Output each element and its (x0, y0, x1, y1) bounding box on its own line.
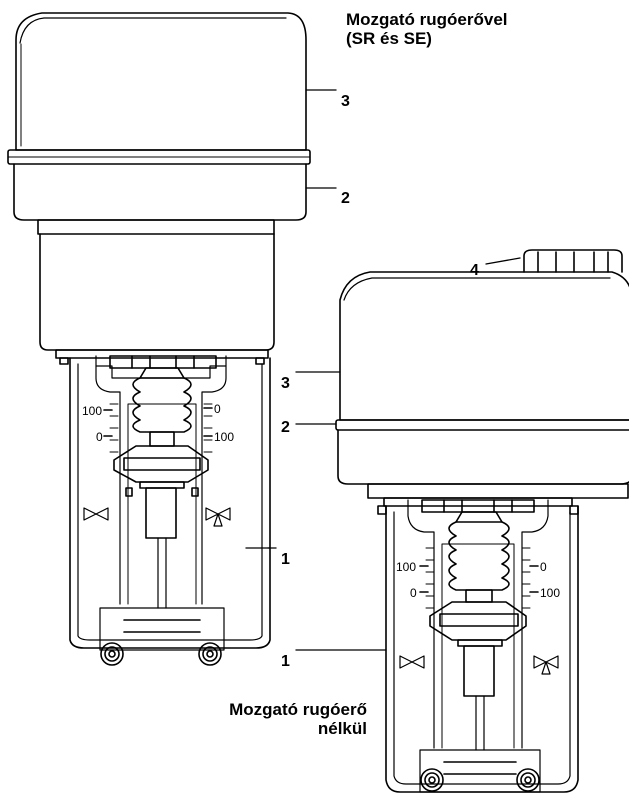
left-actuator (7, 12, 311, 666)
right-actuator (335, 249, 629, 793)
callout-2-right: 2 (281, 419, 290, 436)
callout-1-right: 1 (281, 653, 290, 670)
caption-without-spring: Mozgató rugóerő nélkül (229, 700, 367, 738)
left-motor-body (39, 233, 275, 351)
right-lower-housing (337, 429, 629, 485)
left-yoke (69, 357, 271, 649)
caption-without-spring-line2: nélkül (317, 719, 367, 738)
callout-2-left: 2 (341, 190, 350, 207)
right-knob (523, 249, 623, 273)
caption-without-spring-line1: Mozgató rugóerő (229, 700, 367, 719)
left-neck (37, 219, 275, 235)
callout-4-right: 4 (470, 262, 479, 279)
left-valve-symbol-open (83, 507, 109, 521)
left-scale-0-closed: 0 (214, 402, 221, 416)
leader-lines (245, 89, 521, 651)
right-scale-0-closed: 0 (540, 560, 547, 574)
left-scale-100-closed: 100 (214, 430, 234, 444)
right-scale-100-open: 100 (396, 560, 416, 574)
left-lower-housing (13, 163, 307, 221)
caption-with-spring: Mozgató rugóerővel (SR és SE) (346, 10, 508, 48)
left-valve-symbol-closed (205, 507, 231, 527)
right-scale-100-closed: 100 (540, 586, 560, 600)
caption-with-spring-line2: (SR és SE) (346, 29, 432, 48)
callout-3-left: 3 (341, 93, 350, 110)
left-scale-0-open: 0 (96, 430, 103, 444)
left-scale-100-open: 100 (82, 404, 102, 418)
left-bellows (132, 367, 192, 447)
right-yoke (385, 505, 579, 793)
right-top-cover (339, 271, 629, 421)
right-flange-band (335, 419, 629, 431)
callout-1-left: 1 (281, 551, 290, 568)
caption-with-spring-line1: Mozgató rugóerővel (346, 10, 508, 29)
right-scale-0-open: 0 (410, 586, 417, 600)
right-valve-symbol-open (399, 655, 425, 669)
callout-3-right: 3 (281, 375, 290, 392)
right-bellows (448, 511, 510, 603)
right-valve-symbol-closed (533, 655, 559, 675)
left-top-cover (15, 12, 307, 151)
